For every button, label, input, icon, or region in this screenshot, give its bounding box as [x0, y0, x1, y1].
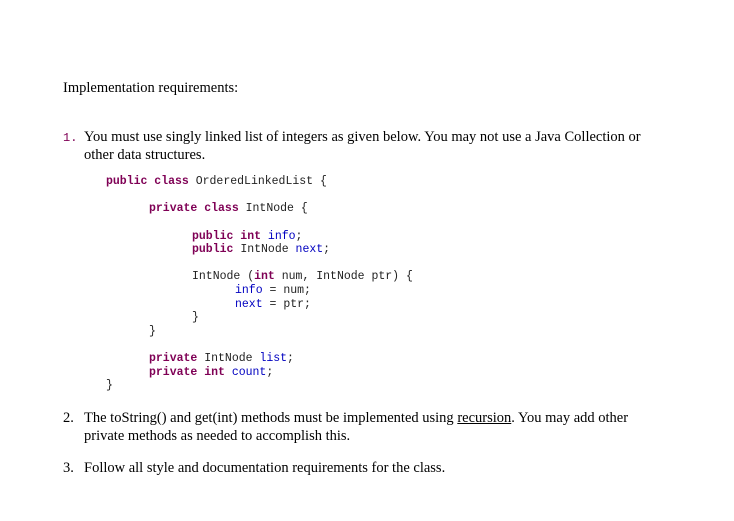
code-text: ;: [287, 352, 294, 365]
field: info: [267, 230, 296, 243]
code-text: = num;: [262, 284, 311, 297]
text-segment: . You may add other private methods as n…: [84, 410, 629, 444]
keyword: private: [149, 352, 198, 365]
keyword: public: [192, 243, 234, 256]
code-text: IntNode: [197, 352, 260, 365]
keyword: public class: [106, 175, 189, 188]
keyword: public int: [192, 230, 262, 243]
item-text: Follow all style and documentation requi…: [84, 460, 446, 476]
code-line: }: [149, 325, 156, 338]
code-line: private int count;: [149, 366, 273, 380]
code-line: info = num;: [235, 284, 311, 298]
keyword: private class: [149, 202, 239, 215]
code-text: ;: [323, 243, 331, 256]
text-segment: The toString() and get(int) methods must…: [84, 410, 458, 426]
item-number: 1.: [63, 131, 78, 145]
field: next: [235, 298, 263, 311]
section-heading: Implementation requirements:: [63, 80, 239, 96]
code-line: IntNode (int num, IntNode ptr) {: [192, 270, 413, 284]
field: list: [259, 352, 288, 365]
field: count: [231, 366, 267, 379]
keyword: int: [254, 270, 275, 283]
code-text: num, IntNode ptr) {: [274, 270, 413, 283]
code-text: ;: [266, 366, 274, 379]
code-line: }: [106, 379, 113, 392]
code-text: ;: [295, 230, 303, 243]
code-text: = ptr;: [262, 298, 311, 311]
code-line: public class OrderedLinkedList {: [106, 175, 327, 189]
field: next: [295, 243, 324, 256]
item-number: 2.: [63, 410, 74, 426]
code-line: private class IntNode {: [149, 202, 308, 216]
code-line: private IntNode list;: [149, 352, 294, 366]
code-line: next = ptr;: [235, 298, 311, 312]
keyword: private int: [149, 366, 225, 379]
field: info: [235, 284, 263, 297]
item-text: The toString() and get(int) methods must…: [84, 409, 664, 445]
item-number: 3.: [63, 460, 74, 476]
item-text: You must use singly linked list of integ…: [84, 129, 641, 163]
code-text: OrderedLinkedList {: [188, 175, 327, 188]
code-text: IntNode: [233, 243, 296, 256]
underlined-term: recursion: [457, 410, 512, 426]
code-text: IntNode (: [192, 270, 255, 283]
code-line: public int info;: [192, 230, 302, 244]
code-line: }: [192, 311, 199, 324]
code-line: public IntNode next;: [192, 243, 330, 257]
code-text: IntNode {: [238, 202, 308, 215]
